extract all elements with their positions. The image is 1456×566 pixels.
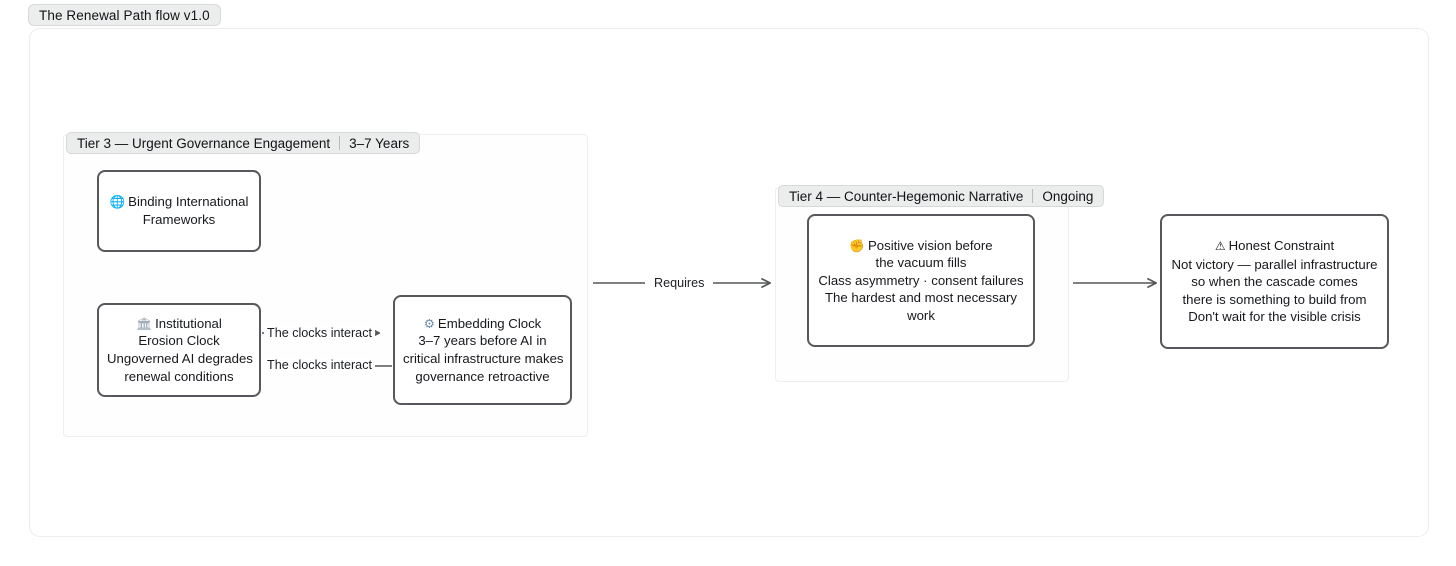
edge-label-clocks-interact-reverse: The clocks interact (264, 358, 375, 373)
node-line: 🌐Binding International (107, 193, 251, 211)
node-text: Institutional (155, 315, 222, 331)
group-tier3-label-chip: Tier 3 — Urgent Governance Engagement 3–… (66, 132, 421, 154)
node-text: governance retroactive (415, 368, 550, 384)
edge-label-requires: Requires (651, 276, 708, 291)
node-text: Binding International (128, 194, 249, 210)
node-line: ⚙Embedding Clock (403, 315, 562, 333)
node-binding-international-frameworks[interactable]: 🌐Binding International Frameworks (97, 170, 261, 252)
node-text: Not victory — parallel infrastructure (1171, 256, 1378, 272)
edge-label-clocks-interact-forward: The clocks interact (264, 326, 375, 341)
node-text: Frameworks (142, 212, 216, 227)
node-text: The hardest and most necessary (824, 290, 1018, 306)
edge-label-text: Requires (654, 276, 705, 290)
node-line: ✊Positive vision before (817, 237, 1025, 255)
node-honest-constraint[interactable]: ⚠Honest Constraint Not victory — paralle… (1160, 214, 1389, 349)
node-text: work (907, 307, 935, 323)
diagram-title-chip: The Renewal Path flow v1.0 (28, 4, 221, 26)
node-text: Don't wait for the visible crisis (1188, 309, 1361, 325)
node-line: 🏛Institutional (107, 315, 251, 333)
node-institutional-erosion-clock[interactable]: 🏛Institutional Erosion Clock Ungoverned … (97, 303, 261, 397)
gear-icon: ⚙ (423, 315, 435, 331)
edge-label-text: The clocks interact (267, 358, 372, 372)
group-tier4-timeframe: Ongoing (1042, 188, 1094, 204)
node-text: so when the cascade comes (1191, 274, 1358, 290)
diagram-title-label: The Renewal Path flow v1.0 (39, 7, 210, 23)
node-text: Positive vision before (867, 237, 993, 253)
node-text: there is something to build from (1182, 291, 1367, 307)
node-text: critical infrastructure makes (403, 351, 564, 366)
node-text: Erosion Clock (138, 333, 220, 349)
group-tier3-timeframe: 3–7 Years (349, 135, 410, 151)
node-embedding-clock[interactable]: ⚙Embedding Clock 3–7 years before AI in … (393, 295, 572, 405)
node-positive-vision[interactable]: ✊Positive vision before the vacuum fills… (807, 214, 1035, 347)
group-tier4-divider (1032, 189, 1034, 203)
raised-fist-icon: ✊ (849, 237, 865, 253)
node-text: Honest Constraint (1228, 238, 1335, 254)
classical-building-icon: 🏛 (136, 315, 153, 331)
node-text: Embedding Clock (437, 315, 542, 331)
node-text: renewal conditions (124, 368, 234, 384)
node-text: the vacuum fills (875, 255, 967, 271)
group-tier4-label-chip: Tier 4 — Counter-Hegemonic Narrative Ong… (778, 185, 1105, 207)
node-text: Ungoverned AI degrades (107, 351, 253, 366)
warning-triangle-icon: ⚠ (1214, 239, 1226, 254)
node-text: Class asymmetry · consent failures (818, 272, 1024, 288)
group-tier4-title: Tier 4 — Counter-Hegemonic Narrative (789, 188, 1024, 204)
group-tier3-divider (339, 136, 341, 150)
edge-label-text: The clocks interact (267, 326, 372, 340)
node-line: ⚠Honest Constraint (1170, 237, 1379, 256)
globe-icon: 🌐 (109, 194, 126, 210)
node-text: 3–7 years before AI in (418, 333, 547, 349)
group-tier3-title: Tier 3 — Urgent Governance Engagement (77, 135, 331, 151)
